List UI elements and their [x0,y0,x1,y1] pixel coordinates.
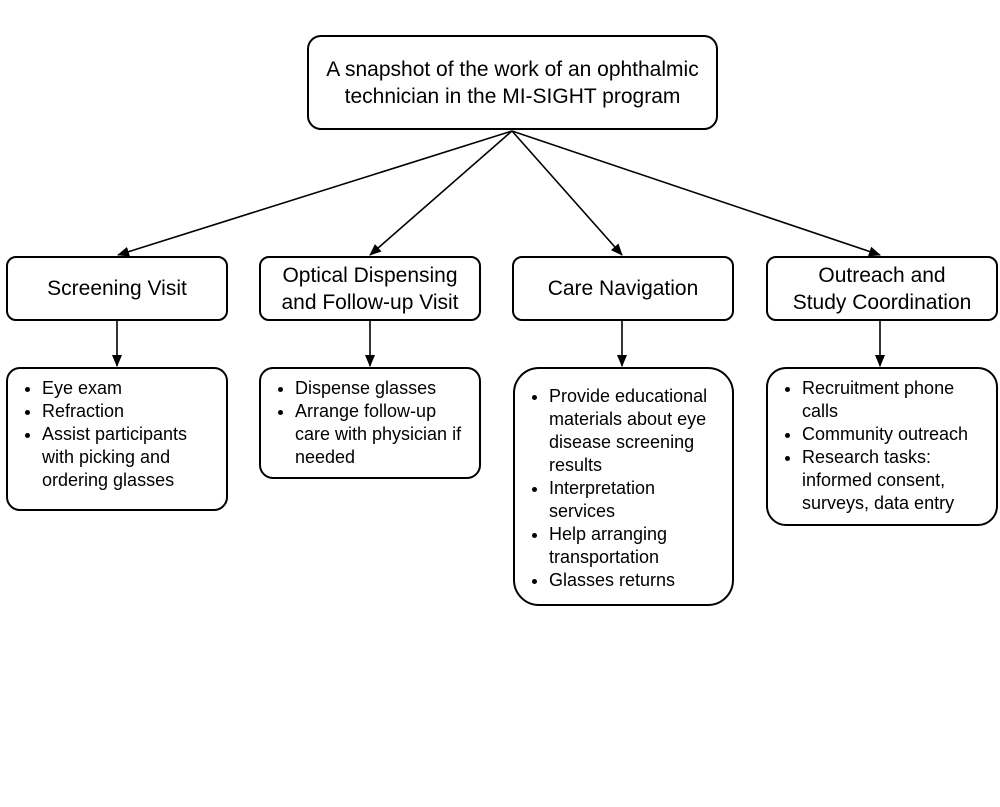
outreach-coordination-title-line-2: Study Coordination [792,290,972,314]
list-item: Recruitment phone calls [802,377,988,423]
optical-dispensing-details: Dispense glasses Arrange follow-up care … [259,367,481,479]
root-title-line-2: technician in the MI-SIGHT program [344,84,681,108]
list-item: Refraction [42,400,218,423]
list-item: Provide educational materials about eye … [549,385,724,477]
optical-dispensing-title-line-1: Optical Dispensing [282,263,458,287]
optical-dispensing-title-line-2: and Follow-up Visit [281,290,459,314]
outreach-coordination-title-line-1: Outreach and [818,263,946,287]
root-title-line-1: A snapshot of the work of an ophthalmic [326,57,699,81]
screening-visit-list: Eye exam Refraction Assist participants … [14,377,218,492]
optical-dispensing-list: Dispense glasses Arrange follow-up care … [267,377,471,469]
list-item: Dispense glasses [295,377,471,400]
care-navigation-list: Provide educational materials about eye … [521,385,724,592]
arrow-root-to-outreach [511,130,881,257]
list-item: Assist participants with picking and ord… [42,423,218,492]
list-item: Help arranging transportation [549,523,724,569]
arrow-root-to-screening [117,130,513,257]
arrow-root-to-care [511,130,623,256]
screening-visit-node: Screening Visit [6,256,228,321]
care-navigation-node: Care Navigation [512,256,734,321]
list-item: Glasses returns [549,569,724,592]
list-item: Research tasks: informed consent, survey… [802,446,988,515]
list-item: Arrange follow-up care with physician if… [295,400,471,469]
list-item: Eye exam [42,377,218,400]
optical-dispensing-node: Optical Dispensing and Follow-up Visit [259,256,481,321]
list-item: Interpretation services [549,477,724,523]
outreach-coordination-node: Outreach and Study Coordination [766,256,998,321]
outreach-coordination-list: Recruitment phone calls Community outrea… [774,377,988,515]
screening-visit-details: Eye exam Refraction Assist participants … [6,367,228,511]
arrow-root-to-optical [369,130,513,256]
screening-visit-title: Screening Visit [47,277,187,300]
care-navigation-title: Care Navigation [547,277,699,300]
root-node: A snapshot of the work of an ophthalmic … [307,35,718,130]
list-item: Community outreach [802,423,988,446]
outreach-coordination-details: Recruitment phone calls Community outrea… [766,367,998,526]
care-navigation-details: Provide educational materials about eye … [513,367,734,606]
